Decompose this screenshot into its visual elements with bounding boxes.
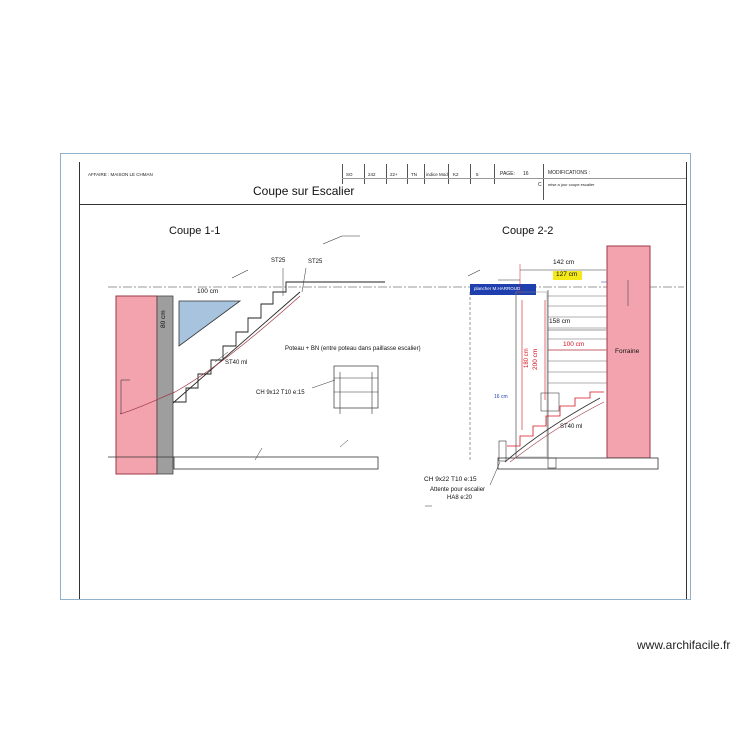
page-title: Coupe sur Escalier xyxy=(253,184,355,198)
modif-text: mise a jour coupe escalier xyxy=(548,182,595,187)
dim-100-right: 100 cm xyxy=(563,341,585,348)
dim-100-left: 100 cm xyxy=(197,288,219,295)
tb-cell-5: indice Mod xyxy=(426,172,448,177)
modif-letter: C xyxy=(538,182,542,188)
forraine-label: Forraine xyxy=(615,348,640,355)
modifications-label: MODIFICATIONS : xyxy=(548,170,591,176)
tb-cell-4: TN xyxy=(411,172,417,177)
st40-label-right: ST40 ml xyxy=(560,424,583,430)
tb-cell-7: 5 xyxy=(476,172,479,177)
st25-label-a: ST25 xyxy=(271,258,286,264)
section1-title: Coupe 1-1 xyxy=(169,225,221,237)
ch-note-left: CH 9x12 T10 e:15 xyxy=(256,390,305,396)
stair-steps-2 xyxy=(507,391,604,447)
wall-right xyxy=(606,245,651,459)
watermark: www.archifacile.fr xyxy=(637,638,731,652)
st40-label-left: ST40 ml xyxy=(225,360,248,366)
plancher-label: plancher M.HARROUD xyxy=(474,286,521,291)
section2-title: Coupe 2-2 xyxy=(502,225,554,237)
ch-note-right: CH 9x22 T10 e:15 xyxy=(424,476,477,483)
stair-treads-2 xyxy=(548,295,607,384)
dim-80: 80 cm xyxy=(160,310,167,328)
column-80 xyxy=(156,295,174,475)
wall-left xyxy=(115,295,158,475)
dim-142: 142 cm xyxy=(553,259,575,266)
st25-label-b: ST25 xyxy=(308,259,323,265)
poteau-note: Poteau + BN (entre poteau dans paillasse… xyxy=(285,346,421,352)
dim-127: 127 cm xyxy=(556,271,578,278)
poteau-detail xyxy=(333,365,379,409)
dim-16: 16 cm xyxy=(494,394,508,400)
dim-180: 180 cm xyxy=(524,348,530,368)
tb-cell-1: SO xyxy=(346,172,353,177)
stair-steps-1 xyxy=(173,281,385,403)
page-label: PAGE: xyxy=(500,171,515,177)
dim-158: 158 cm xyxy=(549,318,571,325)
page-number: 16 xyxy=(523,171,529,177)
title-block: AFFAIRE : MAISON LE CHMAN SO 242 22+ TN … xyxy=(80,162,686,205)
stair-soffit-1 xyxy=(172,291,301,404)
plancher-band xyxy=(470,284,536,295)
dim-200: 200 cm xyxy=(532,348,539,370)
tb-cell-2: 242 xyxy=(368,172,376,177)
drawing-sheet: AFFAIRE : MAISON LE CHMAN SO 242 22+ TN … xyxy=(79,162,687,599)
opening-triangle xyxy=(178,300,242,347)
dim-127-highlight xyxy=(553,271,582,280)
tb-cell-3: 22+ xyxy=(390,172,398,177)
slab-right xyxy=(497,457,659,470)
attente-line-1: Attente pour escalier xyxy=(430,487,486,493)
attente-line-2: HA8 e:20 xyxy=(447,495,473,501)
slab-left xyxy=(173,456,379,470)
tb-cell-6: K2 xyxy=(453,172,459,177)
affaire-label: AFFAIRE : MAISON LE CHMAN xyxy=(88,172,153,177)
